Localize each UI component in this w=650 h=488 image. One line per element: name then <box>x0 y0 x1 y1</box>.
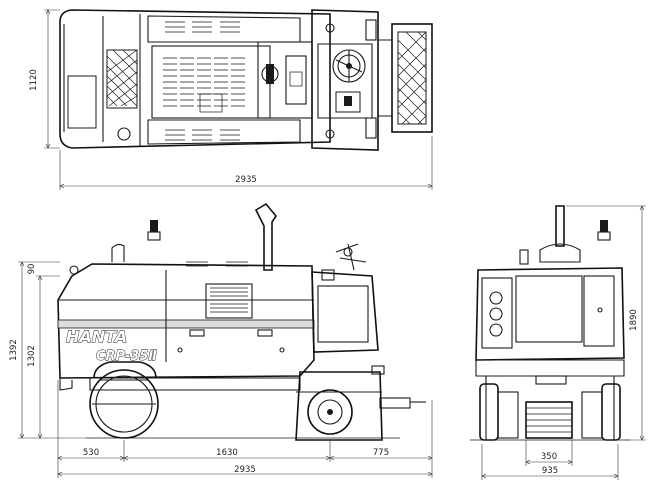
dim-label-top-offset: 90 <box>27 264 37 275</box>
front-view-wheels <box>479 383 621 441</box>
dim-label-drum-width: 350 <box>541 452 557 462</box>
top-mesh-grille-rear <box>391 23 433 133</box>
dim-label-front-height: 1890 <box>629 309 639 331</box>
steering-wheel-icon <box>332 49 366 83</box>
dim-label-wheelbase: 1630 <box>216 448 238 458</box>
front-view-drum <box>525 401 573 439</box>
dim-label-rear-overhang: 775 <box>373 448 389 458</box>
dim-side-lengths: 530 1630 775 2935 <box>57 380 433 478</box>
dim-label-front-overhang: 530 <box>83 448 99 458</box>
dim-side-heights: 90 1392 1302 <box>9 261 86 439</box>
front-view: 1890 350 935 <box>470 205 646 480</box>
side-vent <box>186 261 253 319</box>
front-drum-assembly <box>295 365 426 441</box>
dim-label-front-width: 935 <box>542 466 558 476</box>
top-mesh-grille-front <box>106 49 138 109</box>
dim-front-widths: 350 935 <box>481 440 619 480</box>
dim-front-height: 1890 <box>566 205 646 441</box>
dim-top-length: 2935 <box>59 136 433 190</box>
dim-label-height-body: 1302 <box>27 345 37 367</box>
top-hood-vents <box>163 21 245 141</box>
side-view: HANTA CRP-35Ⅱ <box>9 202 433 478</box>
dim-label-height-total: 1392 <box>9 339 19 361</box>
model-logo-text: CRP-35Ⅱ <box>96 349 157 364</box>
dim-label-side-length: 2935 <box>234 465 256 475</box>
gauge-cluster <box>489 291 503 337</box>
brand-logo-text: HANTA <box>66 327 127 346</box>
dim-label-top-width: 1120 <box>29 69 39 91</box>
top-view: 1120 2935 <box>29 9 433 190</box>
dim-top-width: 1120 <box>29 9 60 149</box>
rear-drum-wheel <box>89 361 159 439</box>
dim-label-top-length: 2935 <box>235 175 257 185</box>
side-steering-icon <box>335 243 367 271</box>
